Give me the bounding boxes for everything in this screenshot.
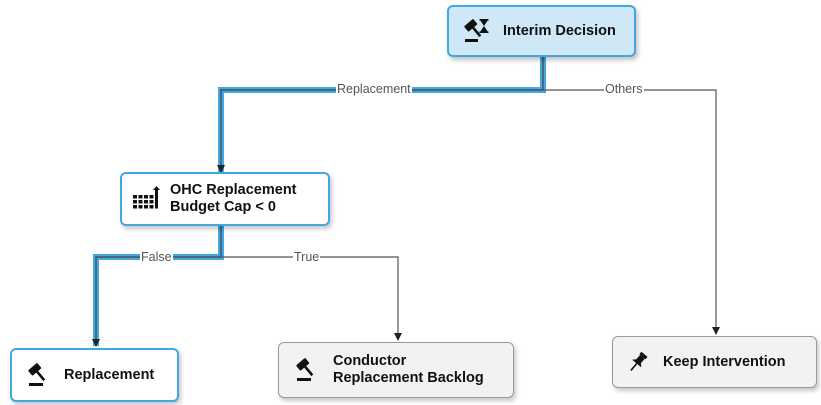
node-label-line2: Replacement Backlog	[333, 370, 484, 386]
node-label: Replacement	[64, 366, 155, 383]
edge-label-false: False	[140, 250, 173, 264]
gavel-hourglass-icon	[449, 18, 503, 44]
edge-label-replacement: Replacement	[336, 82, 412, 96]
edge-false-highlight	[93, 226, 224, 346]
edge-true	[221, 256, 402, 341]
edge-replacement-core	[217, 57, 544, 173]
edge-false-core	[92, 226, 222, 347]
node-label: Keep Intervention	[663, 353, 786, 370]
node-label: Interim Decision	[503, 22, 616, 39]
budget-grid-icon	[122, 186, 170, 212]
edge-replacement-highlight	[218, 57, 546, 172]
node-label-line1: Conductor	[333, 353, 407, 369]
node-conductor-backlog[interactable]: Conductor Replacement Backlog	[278, 342, 514, 398]
node-replacement[interactable]: Replacement	[10, 348, 179, 402]
node-keep-intervention[interactable]: Keep Intervention	[612, 336, 817, 388]
gavel-icon	[279, 357, 333, 383]
edge-label-others: Others	[604, 82, 644, 96]
edge-label-true: True	[293, 250, 321, 264]
node-interim-decision[interactable]: Interim Decision	[447, 5, 636, 57]
pushpin-icon	[613, 350, 663, 374]
node-label-line1: OHC Replacement	[170, 182, 297, 198]
gavel-icon	[12, 362, 64, 388]
node-ohc-budget-cap[interactable]: OHC Replacement Budget Cap < 0	[120, 172, 330, 226]
edge-others	[543, 89, 720, 335]
node-label-line2: Budget Cap < 0	[170, 199, 276, 215]
